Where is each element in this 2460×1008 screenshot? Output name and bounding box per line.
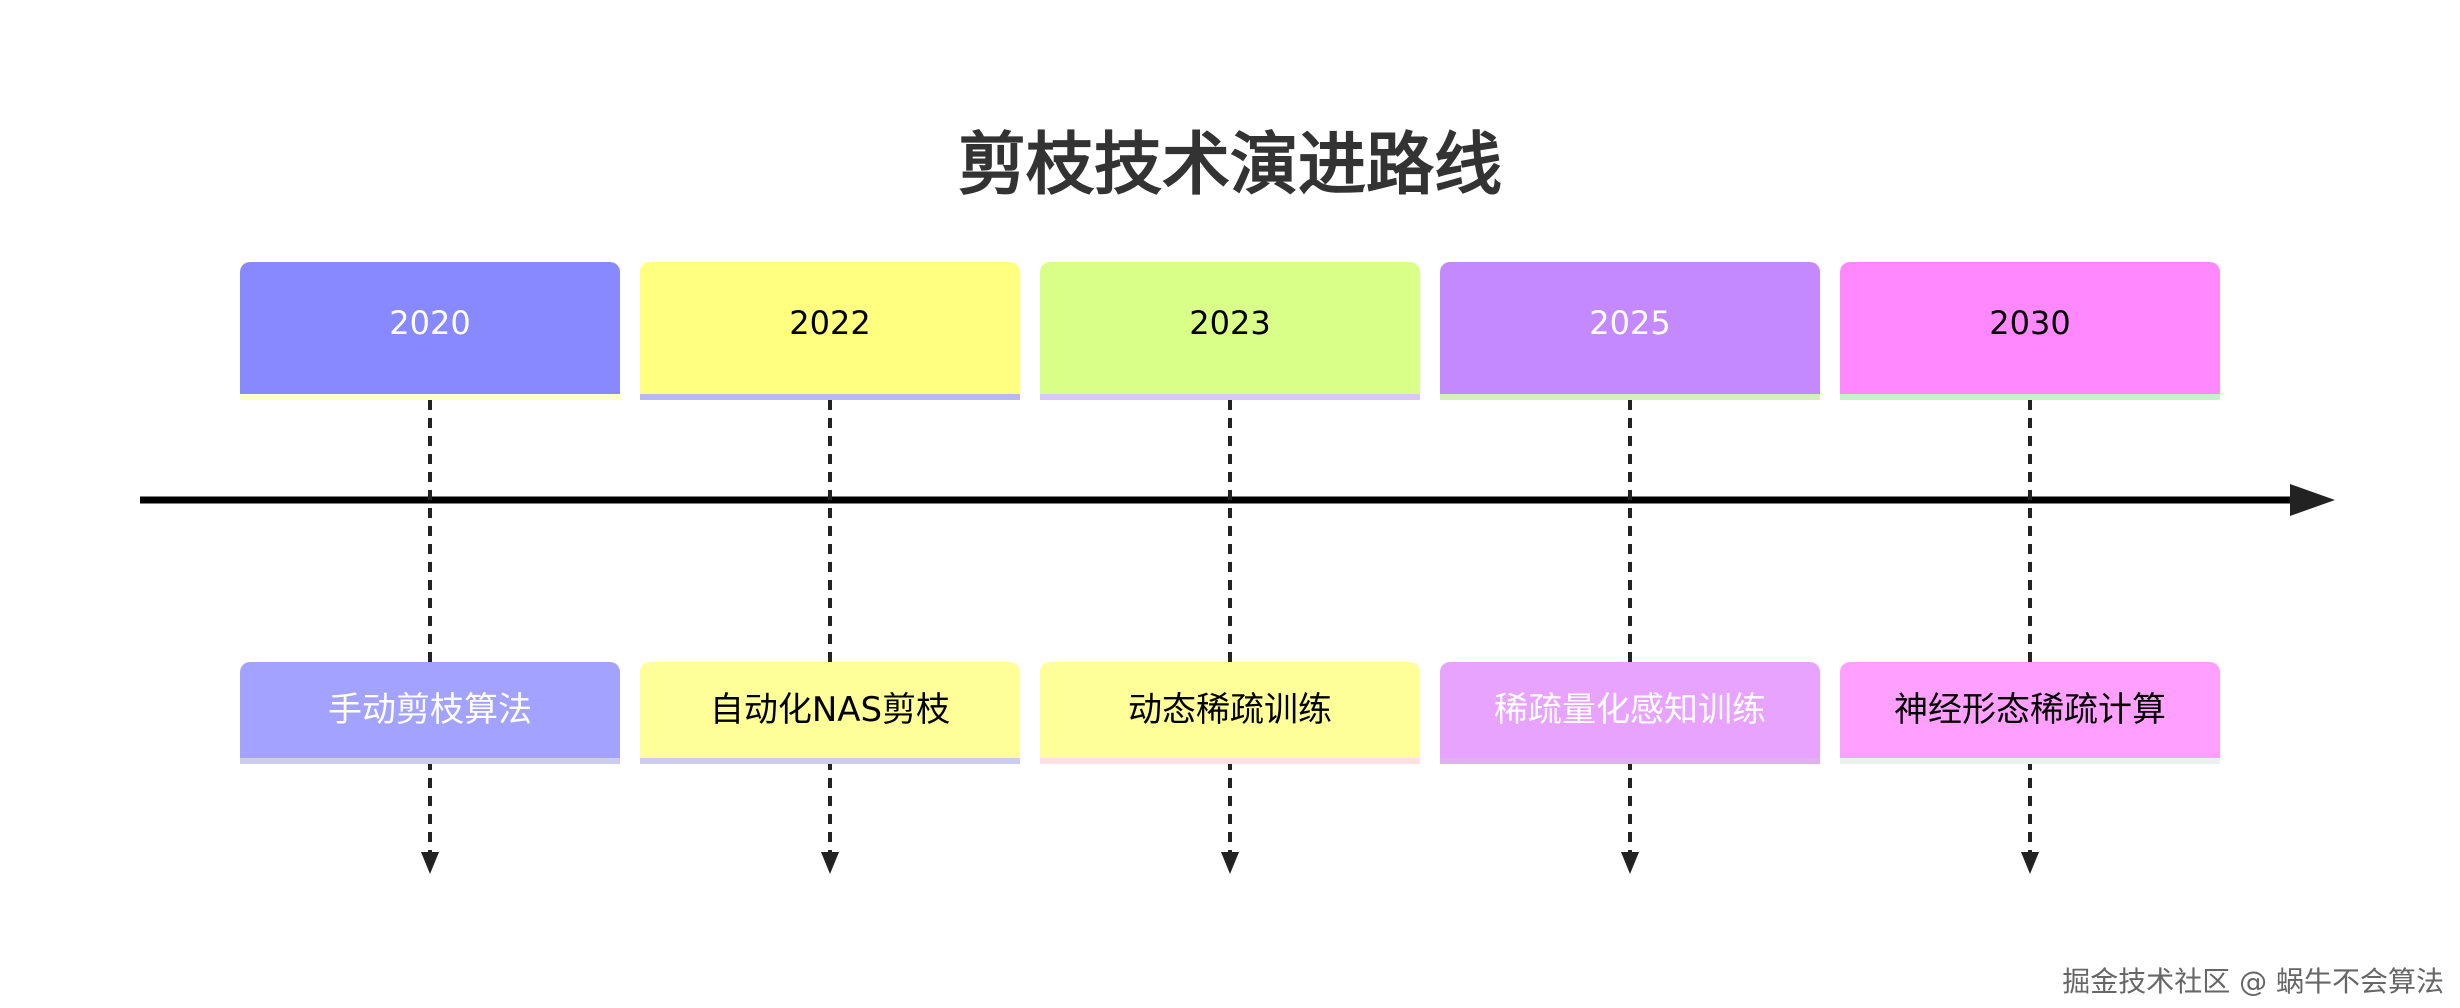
event-box-nas-pruning: 自动化NAS剪枝 bbox=[640, 662, 1020, 764]
event-box-neuromorphic: 神经形态稀疏计算 bbox=[1840, 662, 2220, 764]
year-box-2023: 2023 bbox=[1040, 262, 1420, 400]
year-box-2025: 2025 bbox=[1440, 262, 1820, 400]
event-box-dynamic-sparse: 动态稀疏训练 bbox=[1040, 662, 1420, 764]
connector-arrowhead-2022 bbox=[821, 852, 839, 874]
event-box-sparse-quant: 稀疏量化感知训练 bbox=[1440, 662, 1820, 764]
year-label: 2020 bbox=[389, 304, 471, 342]
event-label: 神经形态稀疏计算 bbox=[1894, 689, 2166, 730]
connector-arrowhead-2025 bbox=[1621, 852, 1639, 874]
year-box-2030: 2030 bbox=[1840, 262, 2220, 400]
page-title: 剪枝技术演进路线 bbox=[957, 126, 1502, 205]
year-label: 2022 bbox=[789, 304, 871, 342]
dashed-connectors bbox=[421, 400, 2039, 874]
connector-arrowhead-2030 bbox=[2021, 852, 2039, 874]
event-label: 稀疏量化感知训练 bbox=[1494, 689, 1766, 730]
event-label: 动态稀疏训练 bbox=[1128, 689, 1332, 730]
connector-arrowhead-2020 bbox=[421, 852, 439, 874]
connector-arrowhead-2023 bbox=[1221, 852, 1239, 874]
year-label: 2030 bbox=[1989, 304, 2071, 342]
axis-arrowhead bbox=[2290, 484, 2335, 516]
year-box-2022: 2022 bbox=[640, 262, 1020, 400]
event-box-manual-pruning: 手动剪枝算法 bbox=[240, 662, 620, 764]
event-label: 自动化NAS剪枝 bbox=[709, 689, 951, 730]
watermark: 掘金技术社区 @ 蜗牛不会算法 bbox=[2062, 965, 2444, 998]
year-label: 2023 bbox=[1189, 304, 1271, 342]
year-label: 2025 bbox=[1589, 304, 1671, 342]
year-box-2020: 2020 bbox=[240, 262, 620, 400]
event-label: 手动剪枝算法 bbox=[328, 689, 532, 730]
